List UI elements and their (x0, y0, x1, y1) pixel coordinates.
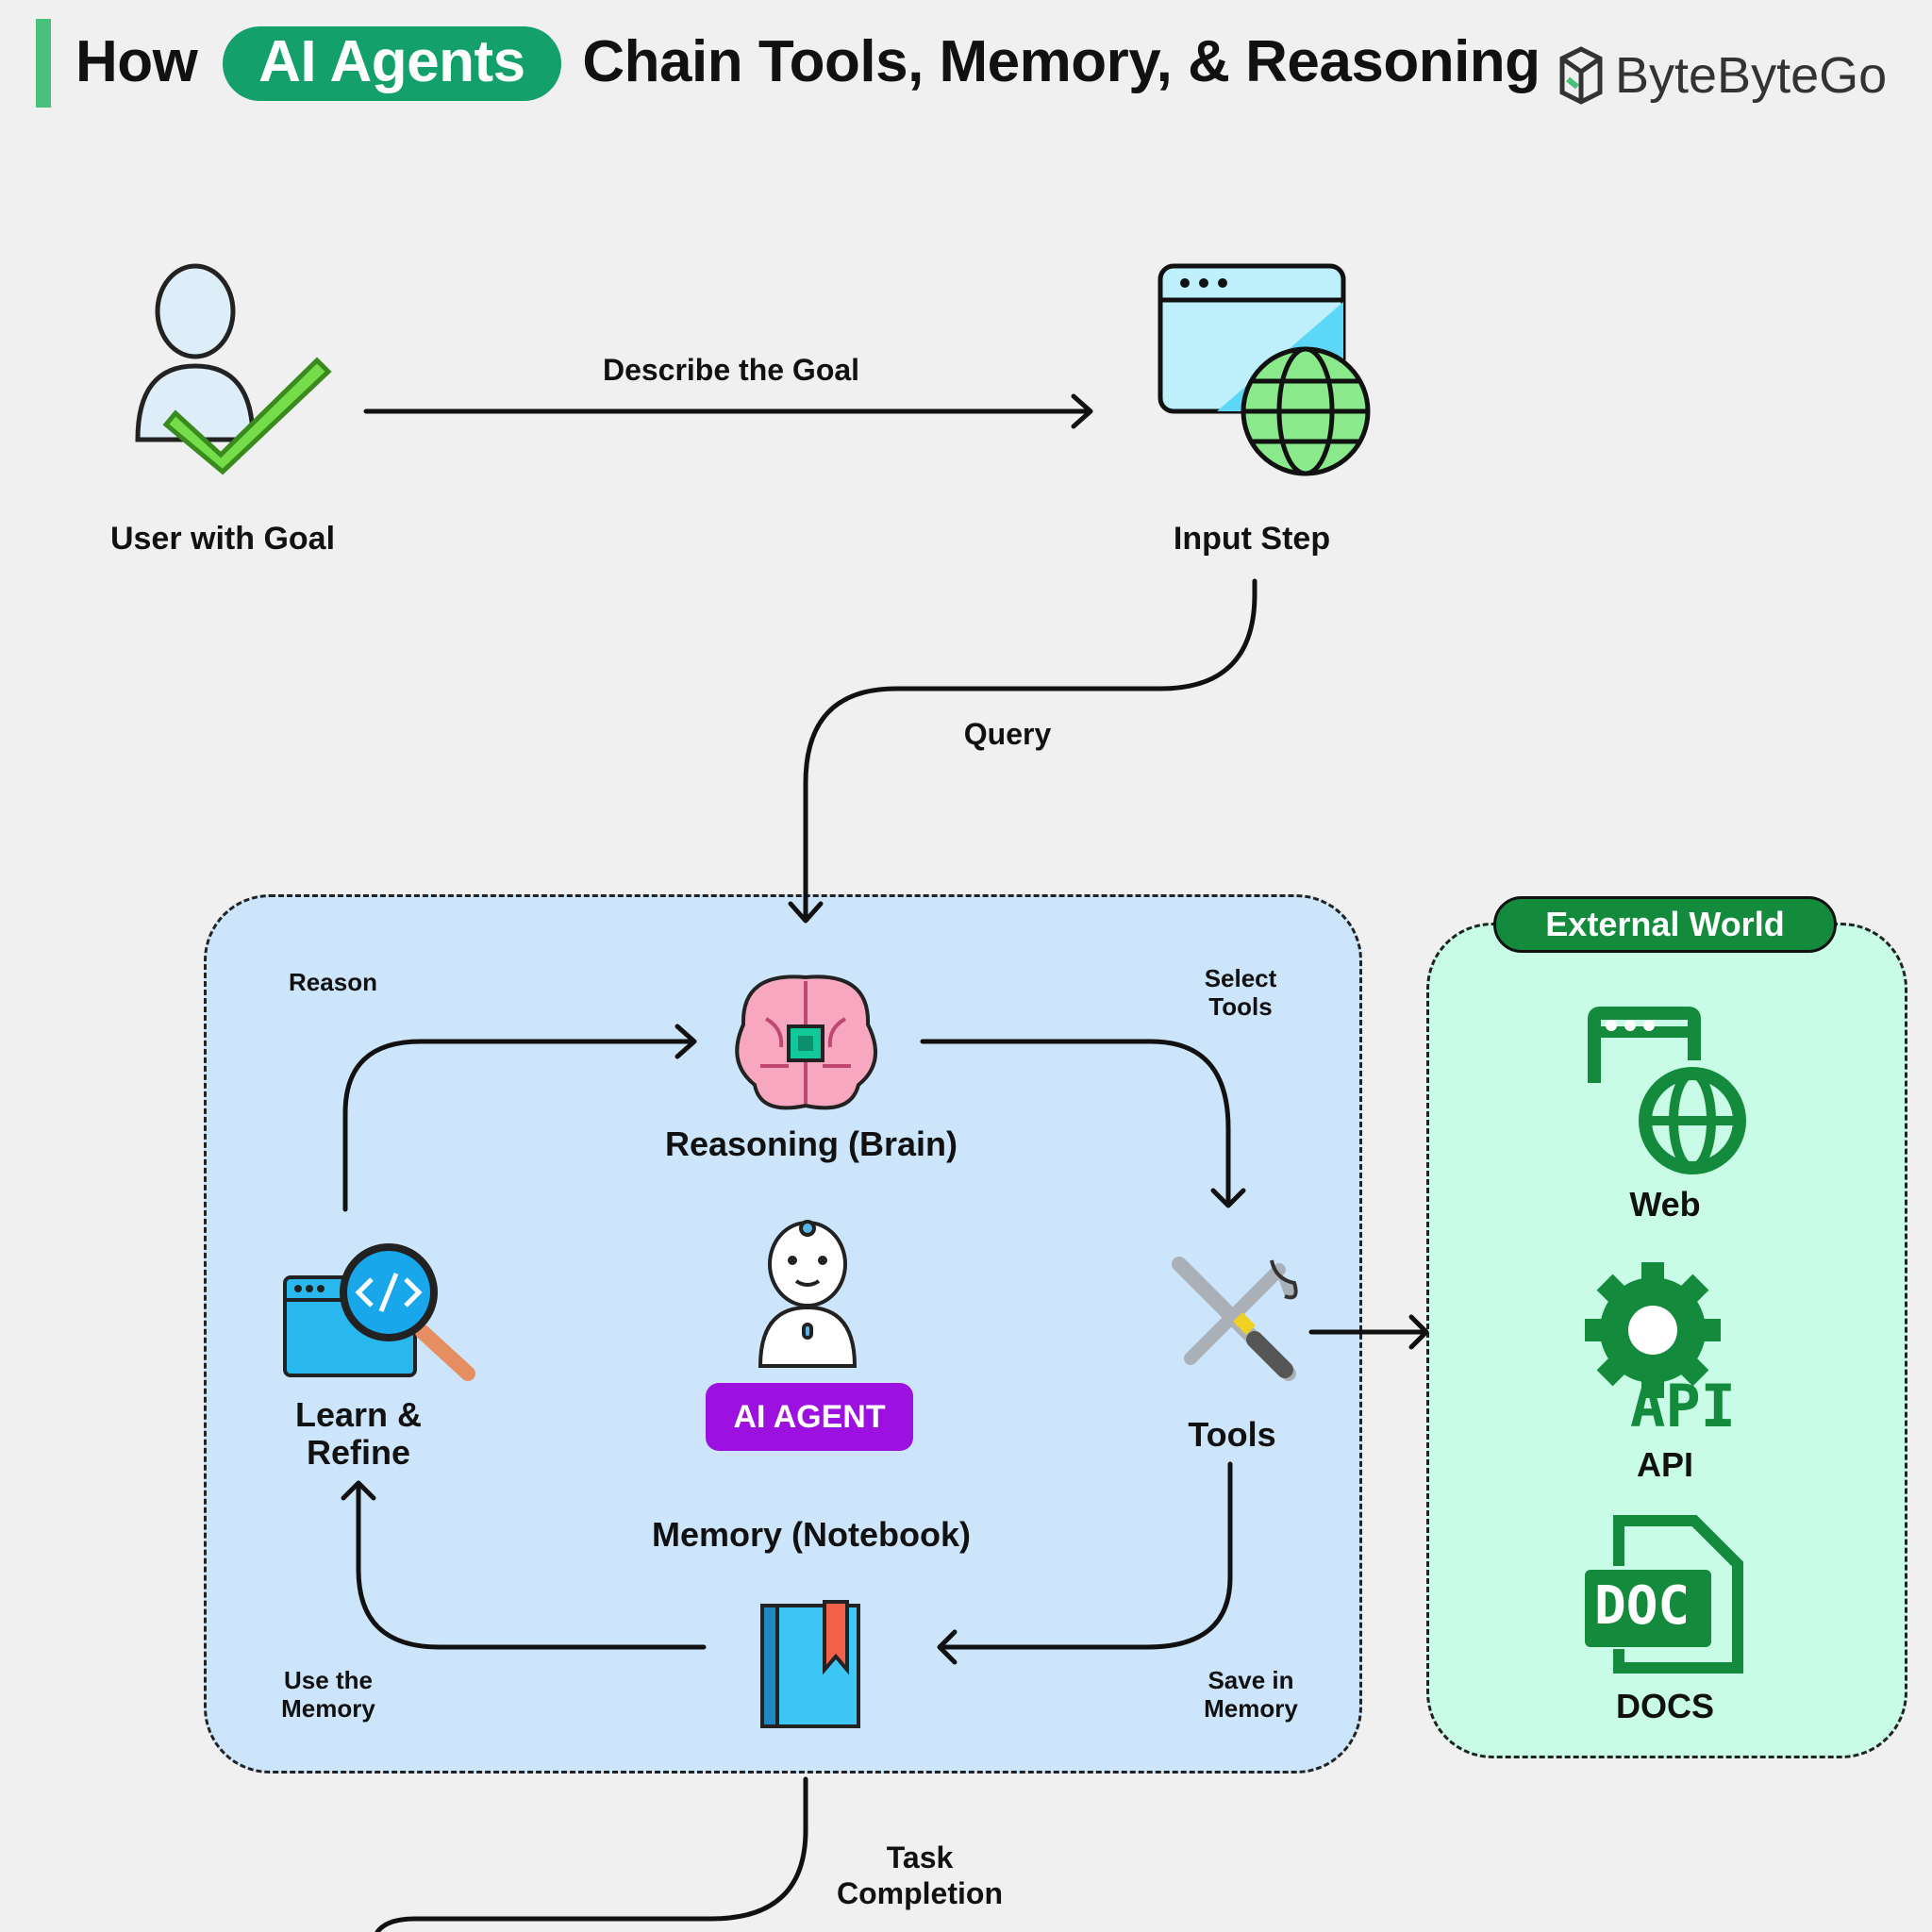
task-completion-arrow (375, 1776, 808, 1932)
save-memory-line2: Memory (1204, 1694, 1298, 1723)
reasoning-label: Reasoning (Brain) (664, 1124, 958, 1163)
doc-icon-text: DOC (1594, 1575, 1690, 1637)
reason-label: Reason (289, 968, 377, 996)
brand-logo: ByteByteGo (1557, 45, 1887, 106)
robot-agent-icon (758, 1220, 858, 1368)
describe-goal-label: Describe the Goal (602, 353, 860, 387)
title-accent-bar (36, 19, 51, 108)
external-docs-icon (1613, 1515, 1743, 1674)
title-highlight: AI Agents (223, 26, 561, 101)
input-step-browser-icon (1158, 263, 1371, 476)
brain-icon (735, 974, 877, 1110)
user-with-goal-label: User with Goal (109, 521, 336, 557)
user-with-goal-icon (135, 263, 332, 475)
bytebytego-logo-icon (1559, 46, 1603, 105)
external-api-label: API (1636, 1445, 1693, 1484)
task-completion-label: Task Completion (811, 1840, 1028, 1911)
save-memory-label: Save in Memory (1185, 1666, 1317, 1723)
use-memory-line2: Memory (281, 1694, 375, 1723)
reason-arrow (342, 1024, 697, 1212)
use-memory-label: Use the Memory (262, 1666, 394, 1723)
query-label: Query (963, 717, 1052, 751)
memory-label: Memory (Notebook) (651, 1515, 971, 1554)
external-arrow (1308, 1314, 1429, 1350)
api-icon-text: API (1630, 1372, 1736, 1441)
task-completion-line2: Completion (837, 1876, 1003, 1910)
select-tools-line2: Tools (1208, 992, 1273, 1021)
learn-refine-line1: Learn & (294, 1395, 423, 1434)
external-api-icon (1585, 1262, 1721, 1398)
external-web-icon (1588, 1007, 1746, 1174)
select-tools-label: Select Tools (1179, 964, 1302, 1021)
tools-label: Tools (1188, 1415, 1276, 1454)
task-completion-line1: Task (886, 1840, 954, 1874)
select-tools-arrow (920, 1039, 1246, 1208)
select-tools-line1: Select (1204, 964, 1277, 992)
learn-refine-line2: Refine (306, 1433, 411, 1472)
doc-label-plate (1585, 1570, 1711, 1647)
learn-refine-label: Learn & Refine (264, 1396, 453, 1472)
tools-icon (1172, 1257, 1298, 1381)
use-memory-arrow (341, 1480, 707, 1650)
title-suffix: Chain Tools, Memory, & Reasoning (582, 29, 1541, 94)
save-memory-arrow (937, 1461, 1233, 1665)
page-title: How AI Agents Chain Tools, Memory, & Rea… (75, 26, 1541, 101)
title-prefix: How (75, 29, 198, 94)
external-docs-label: DOCS (1615, 1687, 1714, 1725)
brand-name: ByteByteGo (1615, 47, 1888, 104)
notebook-icon (760, 1600, 860, 1728)
use-memory-line1: Use the (284, 1666, 373, 1694)
describe-goal-arrow (363, 393, 1093, 429)
input-step-label: Input Step (1173, 521, 1331, 557)
query-arrow (788, 578, 1257, 924)
external-world-header: External World (1493, 896, 1837, 953)
ai-agent-badge: AI AGENT (706, 1383, 913, 1451)
learn-refine-icon (283, 1243, 475, 1381)
save-memory-line1: Save in (1208, 1666, 1294, 1694)
external-web-dots (1606, 1020, 1655, 1031)
external-web-label: Web (1629, 1185, 1701, 1224)
